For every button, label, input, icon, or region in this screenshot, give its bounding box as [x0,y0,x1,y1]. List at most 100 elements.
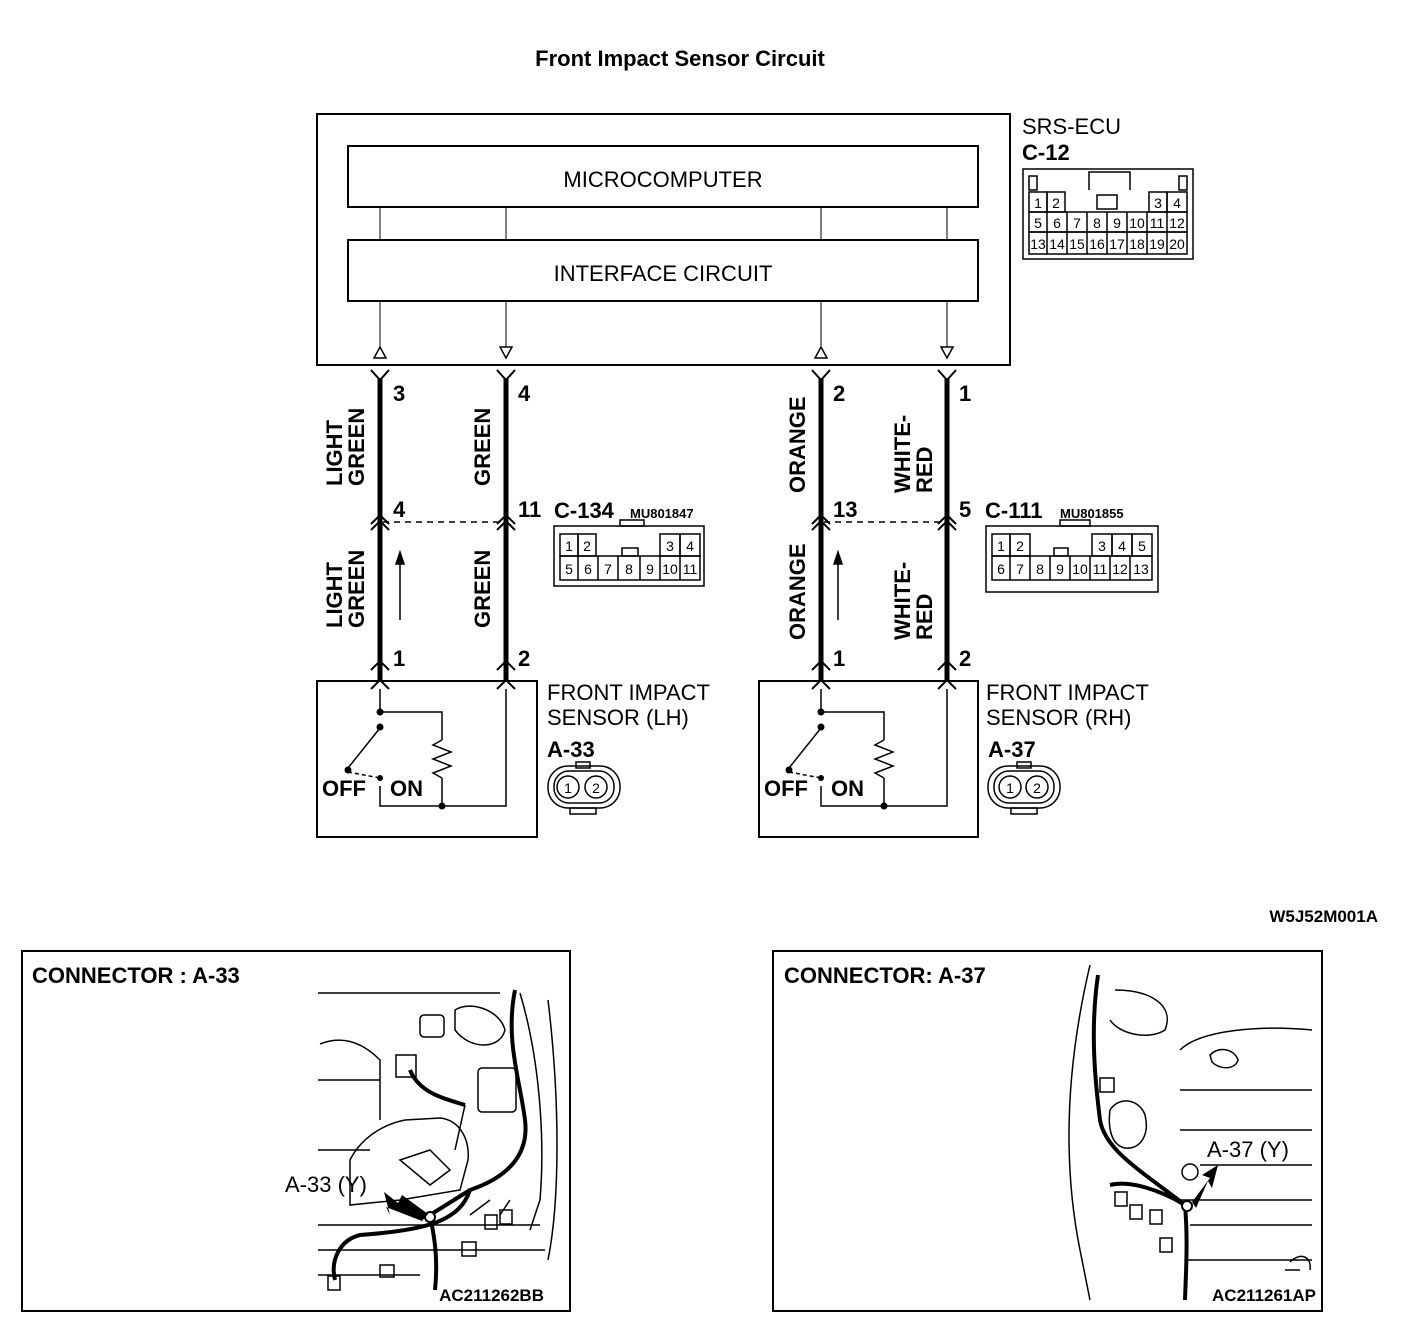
sensor-rh-name-line1: FRONT IMPACT [986,680,1149,705]
sensor-lh-on-label: ON [390,776,423,801]
svg-text:14: 14 [1049,236,1065,252]
sensor-lh-off-label: OFF [322,776,366,801]
svg-text:8: 8 [1093,215,1101,231]
svg-text:GREEN: GREEN [470,550,495,628]
svg-text:15: 15 [1069,236,1085,252]
svg-text:8: 8 [1036,561,1044,577]
wire-color-labels: LIGHT GREEN GREEN ORANGE WHITE- RED LIGH… [322,396,937,640]
sensor-rh-off-label: OFF [764,776,808,801]
svg-text:12: 12 [1112,561,1128,577]
svg-text:1: 1 [393,646,405,671]
svg-text:9: 9 [646,561,654,577]
current-flow-arrows [394,549,844,620]
a37-pin2: 2 [1033,780,1041,796]
svg-text:7: 7 [1016,561,1024,577]
panel-left-callout: A-33 (Y) [285,1172,367,1197]
svg-text:GREEN: GREEN [470,408,495,486]
svg-text:20: 20 [1169,236,1185,252]
svg-text:2: 2 [959,646,971,671]
svg-text:10: 10 [1072,561,1088,577]
svg-text:3: 3 [1154,195,1162,211]
sensor-rh-switch [788,689,948,807]
c12-pin-numbers: 1 2 3 4 5 6 7 8 9 10 11 12 13 14 15 16 1… [1030,195,1185,252]
svg-text:10: 10 [662,561,678,577]
svg-text:11: 11 [1150,215,1165,231]
svg-text:7: 7 [604,561,612,577]
microcomputer-label: MICROCOMPUTER [563,167,762,192]
svg-text:2: 2 [1016,538,1024,554]
svg-text:8: 8 [625,561,633,577]
svg-text:3: 3 [393,381,405,406]
svg-text:RED: RED [912,594,937,640]
svg-text:5: 5 [565,561,573,577]
a37-pin1: 1 [1006,780,1014,796]
sensor-lh-switch [347,689,507,807]
svg-text:4: 4 [686,538,694,554]
sensor-rh-on-label: ON [831,776,864,801]
svg-text:12: 12 [1169,215,1185,231]
svg-text:LIGHT: LIGHT [322,561,347,628]
svg-text:5: 5 [1034,215,1042,231]
svg-text:16: 16 [1089,236,1105,252]
svg-text:9: 9 [1113,215,1121,231]
sensor-lh-nodes [344,708,446,810]
svg-text:4: 4 [518,381,531,406]
a33-connector-face [547,761,621,815]
svg-text:6: 6 [997,561,1005,577]
svg-text:4: 4 [1173,195,1181,211]
svg-text:ORANGE: ORANGE [785,396,810,493]
connector-a33-panel: CONNECTOR : A-33 A-33 (Y) [21,950,571,1312]
svg-text:ORANGE: ORANGE [785,543,810,640]
a37-connector-face [987,761,1061,815]
svg-text:9: 9 [1056,561,1064,577]
svg-text:7: 7 [1073,215,1081,231]
svg-text:6: 6 [1053,215,1061,231]
svg-text:13: 13 [833,497,857,522]
terminal-chevrons [370,369,957,690]
sensor-lh-box [316,680,538,838]
svg-text:RED: RED [912,447,937,493]
ecu-terminal-triangles [372,345,955,360]
engine-bay-illustration-left [318,992,558,1291]
svg-text:1: 1 [1034,195,1042,211]
c134-connector-id: C-134 [554,498,615,523]
c111-connector-id: C-111 [985,498,1043,523]
panel-left-heading: CONNECTOR : A-33 [32,963,240,988]
svg-text:WHITE-: WHITE- [890,415,915,493]
svg-text:13: 13 [1133,561,1149,577]
harness-right [1091,974,1189,1301]
c111-part-number: MU801855 [1060,506,1124,521]
svg-text:4: 4 [1118,538,1126,554]
panel-right-code: AC211261AP [1212,1286,1316,1305]
svg-text:1: 1 [833,646,845,671]
svg-text:10: 10 [1129,215,1145,231]
svg-text:5: 5 [1138,538,1146,554]
svg-text:13: 13 [1030,236,1046,252]
diagram-title: Front Impact Sensor Circuit [535,46,825,71]
figure-code: W5J52M001A [1269,907,1378,926]
svg-text:1: 1 [959,381,971,406]
panel-left-code: AC211262BB [439,1286,544,1305]
svg-text:GREEN: GREEN [344,408,369,486]
c134-part-number: MU801847 [630,506,694,521]
svg-text:LIGHT: LIGHT [322,419,347,486]
sensor-rh-box [758,680,979,838]
svg-text:11: 11 [1093,561,1108,577]
svg-text:3: 3 [666,538,674,554]
harness-left [331,989,528,1291]
engine-bay-illustration-right [1068,964,1313,1301]
sensor-rh-nodes [785,708,888,810]
wire-pin-numbers: 3 4 2 1 4 11 13 5 1 2 1 2 [393,381,971,671]
panel-right-heading: CONNECTOR: A-37 [784,963,986,988]
svg-text:11: 11 [518,497,541,522]
sensor-lh-name-line1: FRONT IMPACT [547,680,710,705]
interface-circuit-label: INTERFACE CIRCUIT [554,261,773,286]
sensor-lh-name-line2: SENSOR (LH) [547,705,689,730]
c134-connector-face [553,519,705,587]
svg-text:3: 3 [1098,538,1106,554]
a33-pin1: 1 [564,780,572,796]
c134-pin-numbers: 1 2 3 4 5 6 7 8 9 10 11 [565,538,697,577]
svg-text:2: 2 [518,646,530,671]
sensor-rh-name-line2: SENSOR (RH) [986,705,1131,730]
